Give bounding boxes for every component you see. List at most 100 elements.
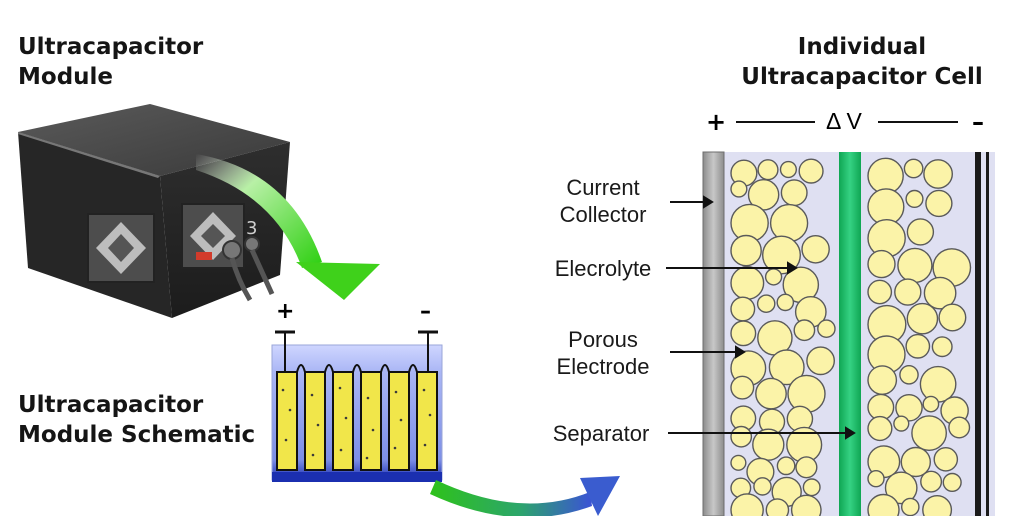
electrode-particle: [787, 374, 826, 414]
electrode-particle: [795, 456, 818, 479]
flow-arrow-blue: [430, 476, 620, 516]
electrode-particle: [806, 346, 835, 376]
electrode-particle: [900, 446, 931, 478]
flow-arrow-green: [196, 154, 380, 300]
electrode-particle: [730, 266, 765, 301]
electrode-particle: [922, 495, 953, 516]
negative-collector-plate: [975, 152, 981, 516]
label-current-collector-line1: Current: [566, 175, 640, 200]
electrode-particle: [867, 415, 893, 442]
electrode-particle: [919, 365, 957, 403]
schematic-electrode: [388, 371, 410, 471]
electrode-particle: [931, 336, 953, 358]
electrode-particle: [798, 158, 824, 184]
connector-icon: [244, 236, 260, 252]
electrode-particle: [757, 159, 779, 181]
schematic-electrode: [360, 371, 382, 471]
ultracapacitor-module-image: [18, 104, 290, 318]
cell-minus-sign: –: [972, 108, 984, 136]
electrode-particle: [903, 158, 924, 179]
electrode-particle: [730, 493, 764, 516]
electrode-particle: [730, 375, 755, 400]
electrode-particle: [730, 296, 756, 322]
electrode-particle: [942, 472, 962, 492]
cell-title: Individual Ultracapacitor Cell: [740, 32, 1015, 92]
module-side-number: 3: [246, 218, 257, 239]
electrode-particle: [906, 302, 939, 335]
electrode-particle: [768, 349, 805, 386]
schematic-electrode: [304, 371, 326, 471]
schematic-plus-sign: +: [276, 299, 294, 324]
electrode-particle: [867, 279, 893, 305]
label-current-collector-line2: Collector: [559, 202, 647, 227]
electrode-particle: [920, 470, 943, 493]
electrode-particle: [730, 454, 747, 471]
electrode-particle: [756, 294, 776, 314]
electrode-particle: [899, 364, 919, 385]
electrode-particle: [867, 470, 885, 488]
electrode-particle: [801, 234, 830, 264]
electrode-particle: [867, 365, 898, 395]
label-porous-electrode-line2: Electrode: [556, 354, 650, 379]
electrode-particle: [906, 218, 935, 246]
electrode-particle: [790, 494, 822, 516]
schematic-title: Ultracapacitor Module Schematic: [18, 390, 255, 450]
schematic-title-line2: Module Schematic: [18, 422, 256, 448]
schematic-title-line1: Ultracapacitor: [18, 392, 204, 418]
module-schematic: [271, 330, 443, 482]
label-current-collector: Current Collector: [540, 174, 666, 228]
cell-plus-sign: +: [706, 108, 726, 136]
electrode-particle: [905, 189, 924, 208]
module-title: Ultracapacitor Module: [18, 32, 203, 92]
electrode-particle: [923, 159, 953, 189]
schematic-electrode: [332, 371, 354, 471]
label-porous-electrode: Porous Electrode: [540, 326, 666, 380]
electrode-particle: [938, 303, 967, 332]
electrode-particle: [911, 415, 947, 451]
electrode-particle: [769, 203, 809, 243]
label-electrolyte: Elecrolyte: [554, 256, 652, 281]
module-title-line1: Ultracapacitor: [18, 34, 204, 60]
electrode-particle: [793, 319, 816, 342]
electrode-particle: [922, 395, 940, 413]
voltage-label: Δ V: [826, 108, 862, 134]
electrode-particle: [884, 471, 918, 505]
schematic-minus-sign: –: [420, 299, 431, 324]
electrode-particle: [894, 278, 922, 306]
electrode-particle: [802, 478, 821, 497]
electrode-particle: [730, 320, 757, 347]
electrode-particle: [776, 456, 796, 476]
electrode-particle: [905, 333, 931, 359]
electrode-particle: [753, 477, 772, 496]
fan-icon: [87, 213, 155, 283]
module-title-line2: Module: [18, 64, 114, 90]
cell-title-line2: Ultracapacitor Cell: [741, 64, 983, 90]
electrode-particle: [730, 180, 748, 198]
schematic-electrode: [416, 371, 438, 471]
electrode-particle: [901, 497, 920, 516]
electrode-particle: [923, 276, 957, 310]
electrode-particle: [933, 446, 959, 472]
connector-icon: [222, 240, 242, 260]
electrode-particle: [765, 498, 790, 516]
label-porous-electrode-line1: Porous: [568, 327, 638, 352]
ultracapacitor-cell: [702, 151, 995, 516]
electrode-particle: [893, 415, 910, 432]
electrode-particle: [780, 179, 808, 207]
electrode-particle: [755, 377, 787, 410]
current-collector-plate: [702, 151, 725, 516]
electrode-particle: [730, 234, 762, 267]
electrode-particle: [867, 493, 900, 516]
electrode-particle: [895, 393, 923, 422]
schematic-electrode: [276, 371, 298, 471]
electrode-particle: [897, 247, 933, 284]
electrode-particle: [730, 425, 753, 448]
electrode-particle: [948, 416, 971, 439]
electrode-particle: [925, 189, 953, 218]
power-switch-icon: [196, 252, 212, 260]
electrode-particle: [764, 268, 783, 286]
label-separator: Separator: [552, 421, 650, 446]
electrode-particle: [776, 293, 795, 312]
electrode-particle: [779, 160, 798, 179]
